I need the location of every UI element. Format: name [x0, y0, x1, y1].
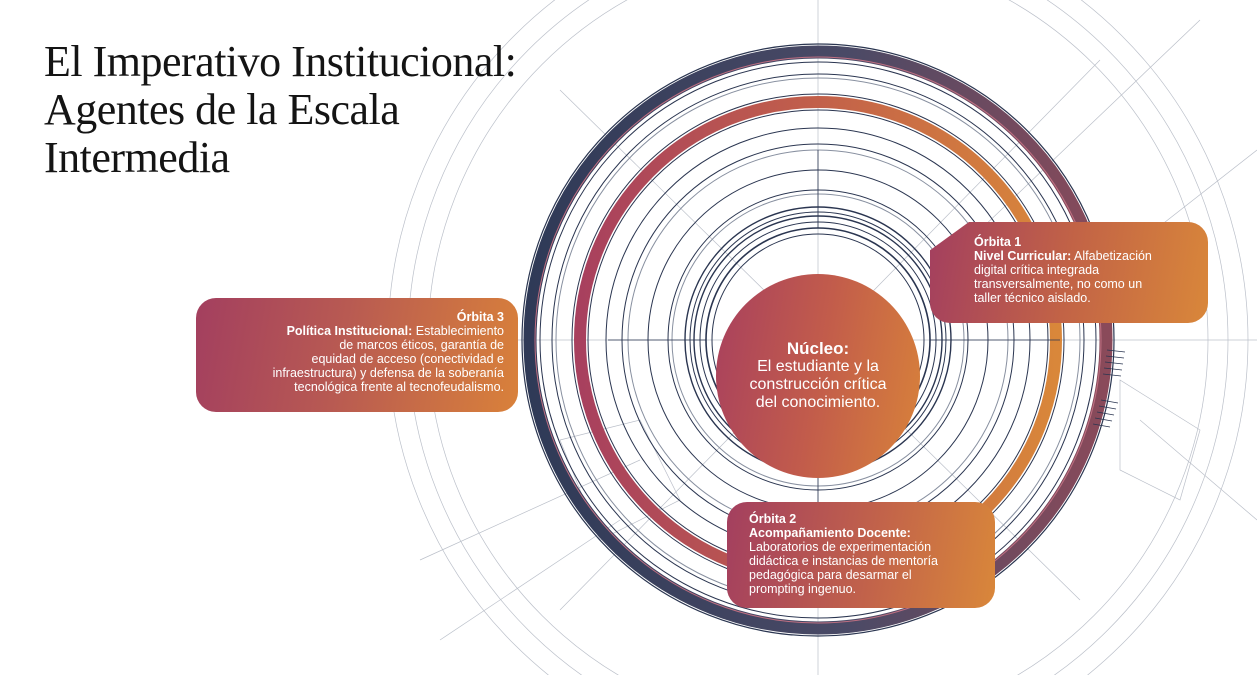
orbit-1-text-4: taller técnico aislado.	[974, 291, 1091, 305]
orbit-1-callout: Órbita 1 Nivel Curricular: Alfabetizació…	[930, 222, 1208, 323]
orbit-2-text-2: didáctica e instancias de mentoría	[749, 554, 938, 568]
orbit-2-label: Órbita 2	[749, 512, 797, 526]
core-circle: Núcleo: El estudiante y la construcción …	[716, 274, 920, 478]
core-heading: Núcleo:	[786, 339, 850, 358]
title-line-1: El Imperativo Institucional:	[44, 37, 517, 86]
orbit-3-text-4: infraestructura) y defensa de la soberan…	[272, 366, 504, 380]
orbit-3-text-2: de marcos éticos, garantía de	[339, 338, 504, 352]
orbit-2-heading: Acompañamiento Docente:	[749, 526, 911, 540]
orbit-3-text-1: Establecimiento	[412, 324, 504, 338]
orbit-2-text-1: Laboratorios de experimentación	[749, 540, 932, 554]
core-line-3: del conocimiento.	[755, 394, 881, 411]
orbit-3-text-3: equidad de acceso (conectividad e	[311, 352, 505, 366]
hatch-detail	[1092, 349, 1126, 428]
orbit-2-text-3: pedagógica para desarmar el	[749, 568, 912, 582]
orbit-1-text-3: transversalmente, no como un	[974, 277, 1143, 291]
orbit-1-text-1: Alfabetización	[1071, 249, 1152, 263]
orbit-3-heading: Política Institucional:	[286, 324, 413, 338]
orbit-2-callout: Órbita 2 Acompañamiento Docente: Laborat…	[727, 502, 995, 608]
title-line-3: Intermedia	[44, 133, 230, 182]
orbit-2-text-4: prompting ingenuo.	[749, 582, 857, 596]
core-line-1: El estudiante y la	[757, 358, 879, 375]
orbit-3-label: Órbita 3	[456, 310, 504, 324]
orbit-3-callout: Órbita 3 Política Institucional: Estable…	[196, 298, 518, 412]
orbit-3-text-5: tecnológica frente al tecnofeudalismo.	[294, 380, 504, 394]
orbit-1-text-2: digital crítica integrada	[974, 263, 1100, 277]
title-line-2: Agentes de la Escala	[44, 85, 400, 134]
orbit-3-ring	[521, 43, 1115, 637]
page-title: El Imperativo Institucional: Agentes de …	[44, 38, 644, 182]
orbit-1-heading: Nivel Curricular:	[974, 249, 1072, 263]
core-line-2: construcción crítica	[749, 376, 887, 393]
orbit-1-label: Órbita 1	[974, 235, 1022, 249]
